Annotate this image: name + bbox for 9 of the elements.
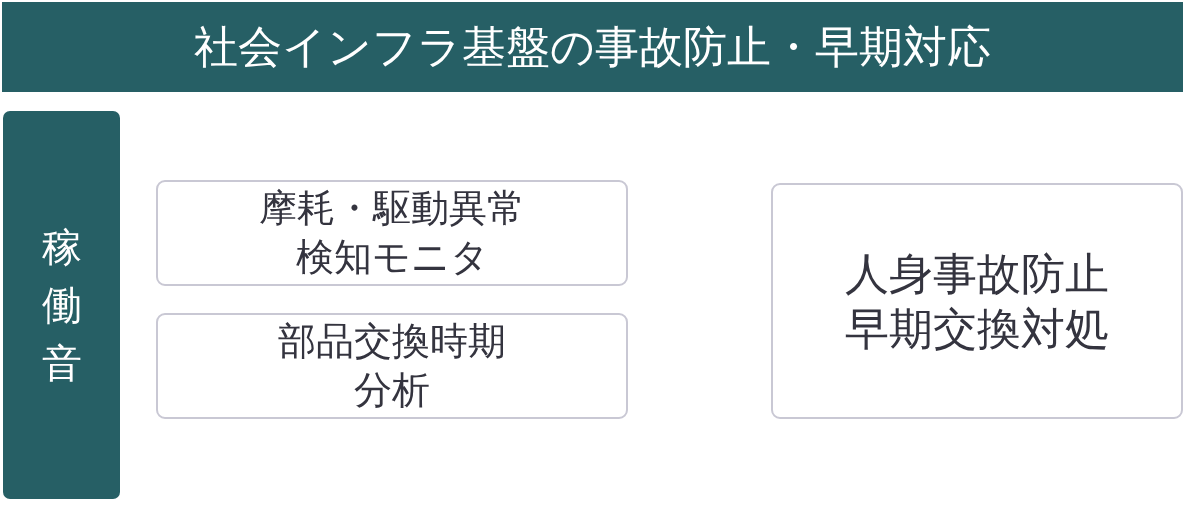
title-banner: 社会インフラ基盤の事故防止・早期対応	[2, 2, 1183, 92]
process-box	[771, 183, 1183, 419]
box-label: 摩耗・駆動異常検知モニタ	[258, 184, 526, 281]
box-label: 人身事故防止早期交換対処	[844, 247, 1110, 356]
box-label: 部品交換時期分析	[277, 317, 507, 414]
process-box	[156, 180, 628, 286]
process-box	[156, 313, 628, 419]
category-label: 稼働音	[40, 223, 83, 388]
category-bar	[3, 111, 120, 499]
